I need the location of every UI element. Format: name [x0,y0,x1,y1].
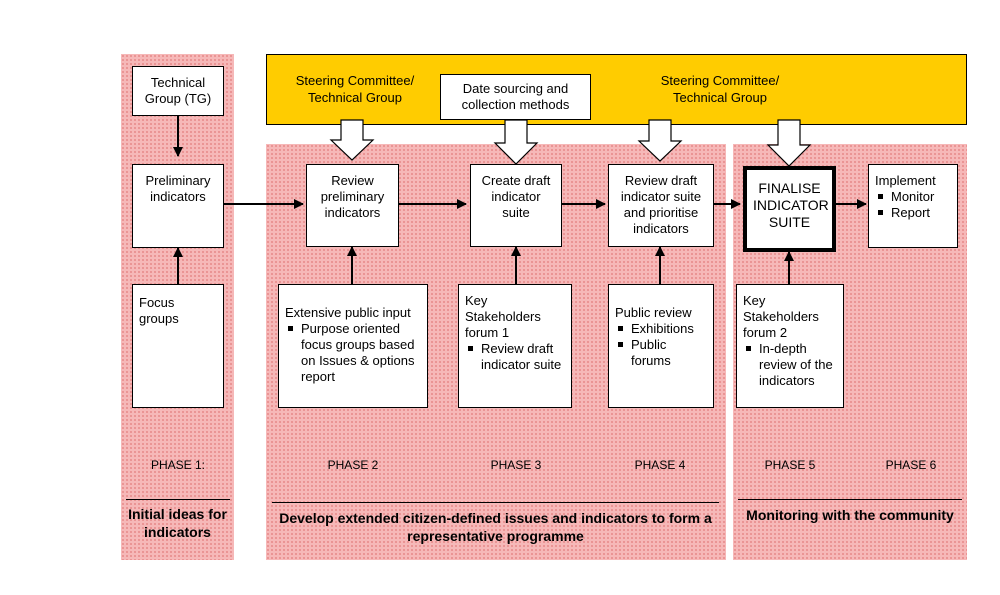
phase-1-label: PHASE 1: [150,458,206,472]
preliminary-indicators-box: Preliminary indicators [132,164,224,248]
right-group-title: Monitoring with the community [746,507,954,523]
list-item: Monitor [875,189,951,205]
block-arrow-p4 [637,119,683,162]
forum1-title: Key Stakeholders forum 1 [465,293,541,340]
forum2-title: Key Stakeholders forum 2 [743,293,819,340]
public-review-title: Public review [615,305,692,320]
phase1-title: Initial ideas for indicators [128,506,227,540]
stakeholders-forum1-box: Key Stakeholders forum 1 Review draft in… [458,284,572,408]
block-arrow-p2 [329,119,375,161]
list-item: Purpose oriented focus groups based on I… [285,321,421,385]
list-item: Public forums [615,337,707,369]
phase-4-label: PHASE 4 [634,458,686,472]
phase1-rule [126,499,230,500]
steering-label-right: Steering Committee/ Technical Group [660,73,780,105]
forum2-list: In-depth review of the indicators [743,341,837,389]
phase-5-label: PHASE 5 [764,458,816,472]
forum1-list: Review draft indicator suite [465,341,565,373]
block-arrow-p5 [766,119,812,167]
steering-committee-bar [266,54,967,125]
stakeholders-forum2-box: Key Stakeholders forum 2 In-depth review… [736,284,844,408]
public-input-list: Purpose oriented focus groups based on I… [285,321,421,385]
middle-group-title: Develop extended citizen-defined issues … [279,510,712,544]
finalise-indicator-box: FINALISE INDICATOR SUITE [743,166,836,252]
implement-box: Implement Monitor Report [868,164,958,248]
phase-3-label: PHASE 3 [490,458,542,472]
create-draft-box: Create draft indicator suite [470,164,562,247]
list-item: Report [875,205,951,221]
public-review-box: Public review Exhibitions Public forums [608,284,714,408]
phase-2-label: PHASE 2 [327,458,379,472]
public-input-box: Extensive public input Purpose oriented … [278,284,428,408]
review-draft-box: Review draft indicator suite and priorit… [608,164,714,247]
list-item: Exhibitions [615,321,707,337]
implement-title: Implement [875,173,936,188]
implement-list: Monitor Report [875,189,951,221]
review-preliminary-box: Review preliminary indicators [306,164,399,247]
data-sourcing-box: Date sourcing and collection methods [440,74,591,120]
public-review-list: Exhibitions Public forums [615,321,707,369]
steering-label-left: Steering Committee/ Technical Group [295,73,415,105]
list-item: Review draft indicator suite [465,341,565,373]
middle-rule [272,502,719,503]
block-arrow-p3 [493,119,539,165]
right-rule [738,499,962,500]
public-input-title: Extensive public input [285,305,411,320]
list-item: In-depth review of the indicators [743,341,837,389]
focus-groups-box: Focus groups [132,284,224,408]
technical-group-box: Technical Group (TG) [132,66,224,116]
phase-6-label: PHASE 6 [885,458,937,472]
